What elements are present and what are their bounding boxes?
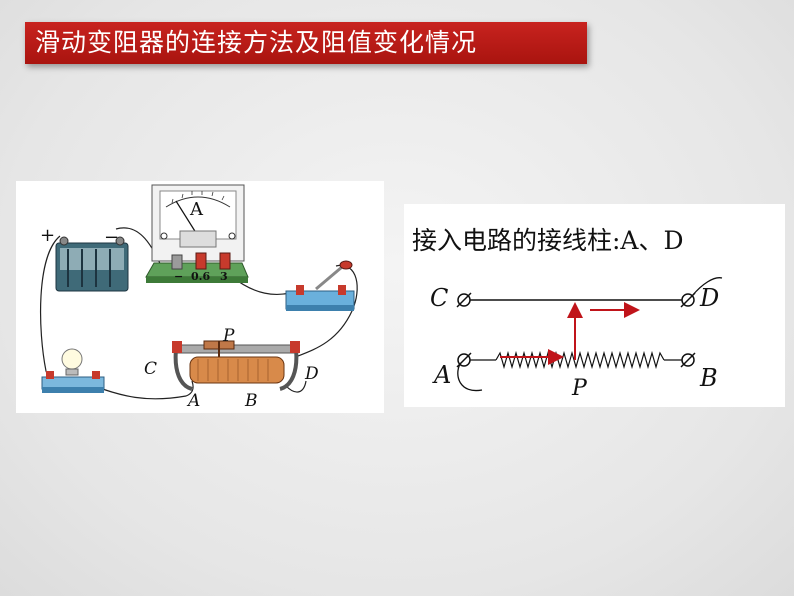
wire-a (457, 363, 483, 392)
schematic-label-d: D (699, 284, 719, 312)
ammeter-symbol: A (189, 199, 204, 220)
terminal-b (680, 352, 696, 368)
ammeter (145, 184, 249, 283)
rheostat-label-d: D (304, 364, 319, 384)
schematic-label-a: A (432, 361, 451, 389)
slide-title: 滑动变阻器的连接方法及阻值变化情况 (35, 28, 478, 57)
title-banner: 滑动变阻器的连接方法及阻值变化情况 (25, 22, 587, 64)
rheostat-label-p: P (222, 326, 235, 346)
schematic-label-p: P (571, 376, 588, 401)
schematic-label-b: B (699, 364, 718, 392)
schematic-drawing: 接入电路的接线柱:A、D C D A B P (412, 226, 723, 401)
lamp (41, 348, 105, 393)
rheostat-schematic: 接入电路的接线柱:A、D C D A B P (404, 204, 785, 407)
schematic-label-c: C (430, 284, 448, 312)
battery (55, 236, 129, 292)
rheostat (172, 340, 300, 391)
schematic-caption: 接入电路的接线柱:A、D (412, 226, 684, 255)
ammeter-terminal-06: 0.6 (191, 270, 210, 283)
battery-minus-label: − (104, 227, 119, 248)
switch (285, 260, 355, 311)
rheostat-label-a: A (186, 391, 200, 411)
ammeter-terminal-3: 3 (220, 270, 228, 283)
ammeter-terminal-minus: − (174, 270, 183, 283)
battery-plus-label: + (40, 225, 55, 246)
terminal-c (456, 292, 472, 308)
circuit-illustration: + − A − 0.6 3 (16, 181, 384, 413)
wire-d (691, 277, 723, 297)
circuit-drawing: + − A − 0.6 3 (39, 184, 358, 411)
resistance-coil (495, 350, 665, 370)
rheostat-label-b: B (244, 391, 258, 411)
rheostat-label-c: C (144, 359, 157, 379)
